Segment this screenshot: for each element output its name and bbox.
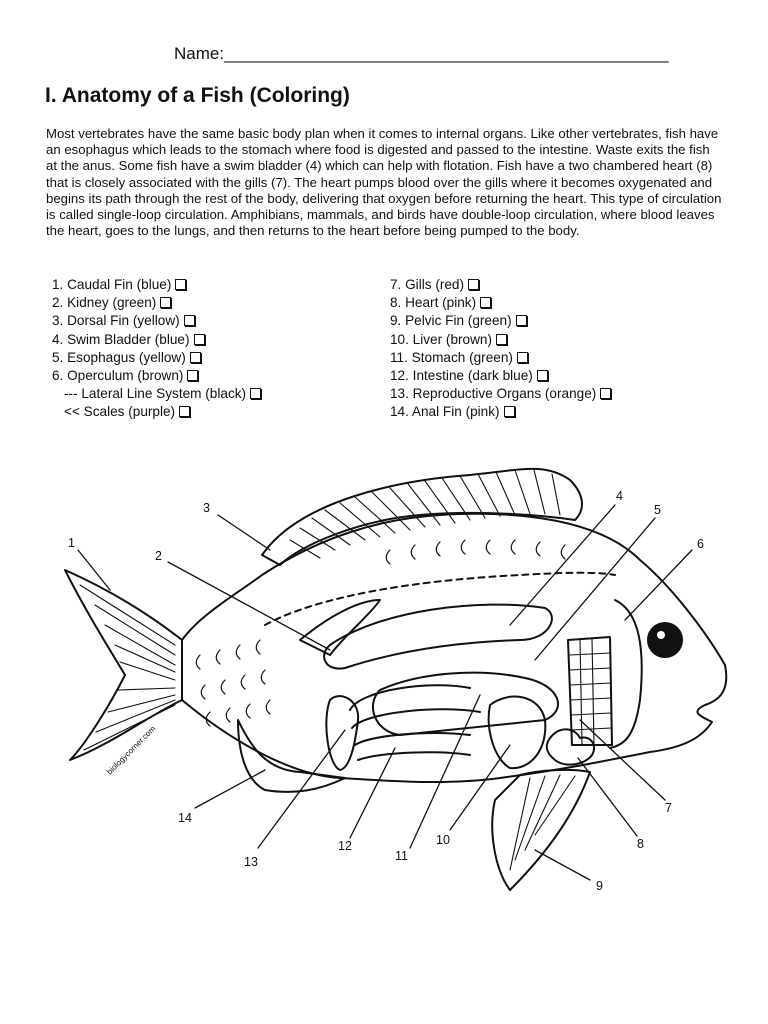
parts-list-right: 7. Gills (red) 8. Heart (pink) 9. Pelvic… bbox=[390, 276, 611, 422]
list-item: << Scales (purple) bbox=[52, 403, 261, 421]
checkbox-icon[interactable] bbox=[504, 406, 515, 417]
list-item: 4. Swim Bladder (blue) bbox=[52, 331, 261, 349]
name-field-label: Name:___________________________________… bbox=[174, 44, 668, 64]
part-label: 12. Intestine (dark blue) bbox=[390, 368, 533, 383]
label-5: 5 bbox=[654, 503, 661, 517]
kidney bbox=[300, 600, 380, 655]
list-item: 2. Kidney (green) bbox=[52, 294, 261, 312]
label-3: 3 bbox=[203, 501, 210, 515]
part-label: 14. Anal Fin (pink) bbox=[390, 404, 500, 419]
part-label: 3. Dorsal Fin (yellow) bbox=[52, 313, 180, 328]
list-item: 13. Reproductive Organs (orange) bbox=[390, 385, 611, 403]
label-7: 7 bbox=[665, 801, 672, 815]
list-item: 7. Gills (red) bbox=[390, 276, 611, 294]
part-label: 7. Gills (red) bbox=[390, 277, 464, 292]
part-label: 2. Kidney (green) bbox=[52, 295, 156, 310]
label-14: 14 bbox=[178, 811, 192, 825]
label-11: 11 bbox=[395, 849, 408, 863]
anal-fin bbox=[238, 720, 345, 792]
checkbox-icon[interactable] bbox=[187, 370, 198, 381]
part-label: 9. Pelvic Fin (green) bbox=[390, 313, 512, 328]
label-8: 8 bbox=[637, 837, 644, 851]
checkbox-icon[interactable] bbox=[160, 297, 171, 308]
list-item: 1. Caudal Fin (blue) bbox=[52, 276, 261, 294]
swim-bladder bbox=[324, 605, 552, 669]
part-label: 11. Stomach (green) bbox=[390, 350, 513, 365]
part-label: 4. Swim Bladder (blue) bbox=[52, 332, 190, 347]
parts-list-left: 1. Caudal Fin (blue) 2. Kidney (green) 3… bbox=[52, 276, 261, 422]
checkbox-icon[interactable] bbox=[480, 297, 491, 308]
operculum bbox=[610, 600, 642, 748]
part-label: 6. Operculum (brown) bbox=[52, 368, 183, 383]
watermark: biologycorner.com bbox=[105, 724, 158, 777]
label-2: 2 bbox=[155, 549, 162, 563]
part-label: --- Lateral Line System (black) bbox=[64, 386, 246, 401]
list-item: 10. Liver (brown) bbox=[390, 331, 611, 349]
liver bbox=[489, 697, 546, 769]
label-1: 1 bbox=[68, 536, 75, 550]
list-item: --- Lateral Line System (black) bbox=[52, 385, 261, 403]
list-item: 6. Operculum (brown) bbox=[52, 367, 261, 385]
checkbox-icon[interactable] bbox=[250, 388, 261, 399]
checkbox-icon[interactable] bbox=[184, 315, 195, 326]
scales bbox=[196, 540, 565, 726]
list-item: 5. Esophagus (yellow) bbox=[52, 349, 261, 367]
checkbox-icon[interactable] bbox=[175, 279, 186, 290]
worksheet-title: I. Anatomy of a Fish (Coloring) bbox=[45, 84, 350, 108]
part-label: 13. Reproductive Organs (orange) bbox=[390, 386, 596, 401]
label-4: 4 bbox=[616, 489, 623, 503]
checkbox-icon[interactable] bbox=[537, 370, 548, 381]
label-9: 9 bbox=[596, 879, 603, 893]
part-label: << Scales (purple) bbox=[64, 404, 175, 419]
fish-anatomy-diagram: biologycorner.com 1 2 3 4 5 6 7 8 9 10 1… bbox=[0, 440, 768, 910]
part-label: 10. Liver (brown) bbox=[390, 332, 492, 347]
label-13: 13 bbox=[244, 855, 258, 869]
list-item: 8. Heart (pink) bbox=[390, 294, 611, 312]
part-label: 8. Heart (pink) bbox=[390, 295, 476, 310]
checkbox-icon[interactable] bbox=[179, 406, 190, 417]
label-12: 12 bbox=[338, 839, 352, 853]
part-label: 5. Esophagus (yellow) bbox=[52, 350, 186, 365]
intro-paragraph: Most vertebrates have the same basic bod… bbox=[46, 126, 722, 239]
caudal-fin bbox=[65, 570, 182, 760]
list-item: 9. Pelvic Fin (green) bbox=[390, 312, 611, 330]
checkbox-icon[interactable] bbox=[194, 334, 205, 345]
list-item: 14. Anal Fin (pink) bbox=[390, 403, 611, 421]
intestine bbox=[350, 685, 480, 760]
part-label: 1. Caudal Fin (blue) bbox=[52, 277, 171, 292]
label-6: 6 bbox=[697, 537, 704, 551]
eye bbox=[648, 623, 682, 657]
checkbox-icon[interactable] bbox=[496, 334, 507, 345]
checkbox-icon[interactable] bbox=[517, 352, 528, 363]
list-item: 3. Dorsal Fin (yellow) bbox=[52, 312, 261, 330]
lateral-line bbox=[265, 573, 615, 625]
checkbox-icon[interactable] bbox=[190, 352, 201, 363]
checkbox-icon[interactable] bbox=[516, 315, 527, 326]
label-10: 10 bbox=[436, 833, 450, 847]
list-item: 12. Intestine (dark blue) bbox=[390, 367, 611, 385]
checkbox-icon[interactable] bbox=[468, 279, 479, 290]
checkbox-icon[interactable] bbox=[600, 388, 611, 399]
list-item: 11. Stomach (green) bbox=[390, 349, 611, 367]
heart bbox=[547, 729, 594, 764]
